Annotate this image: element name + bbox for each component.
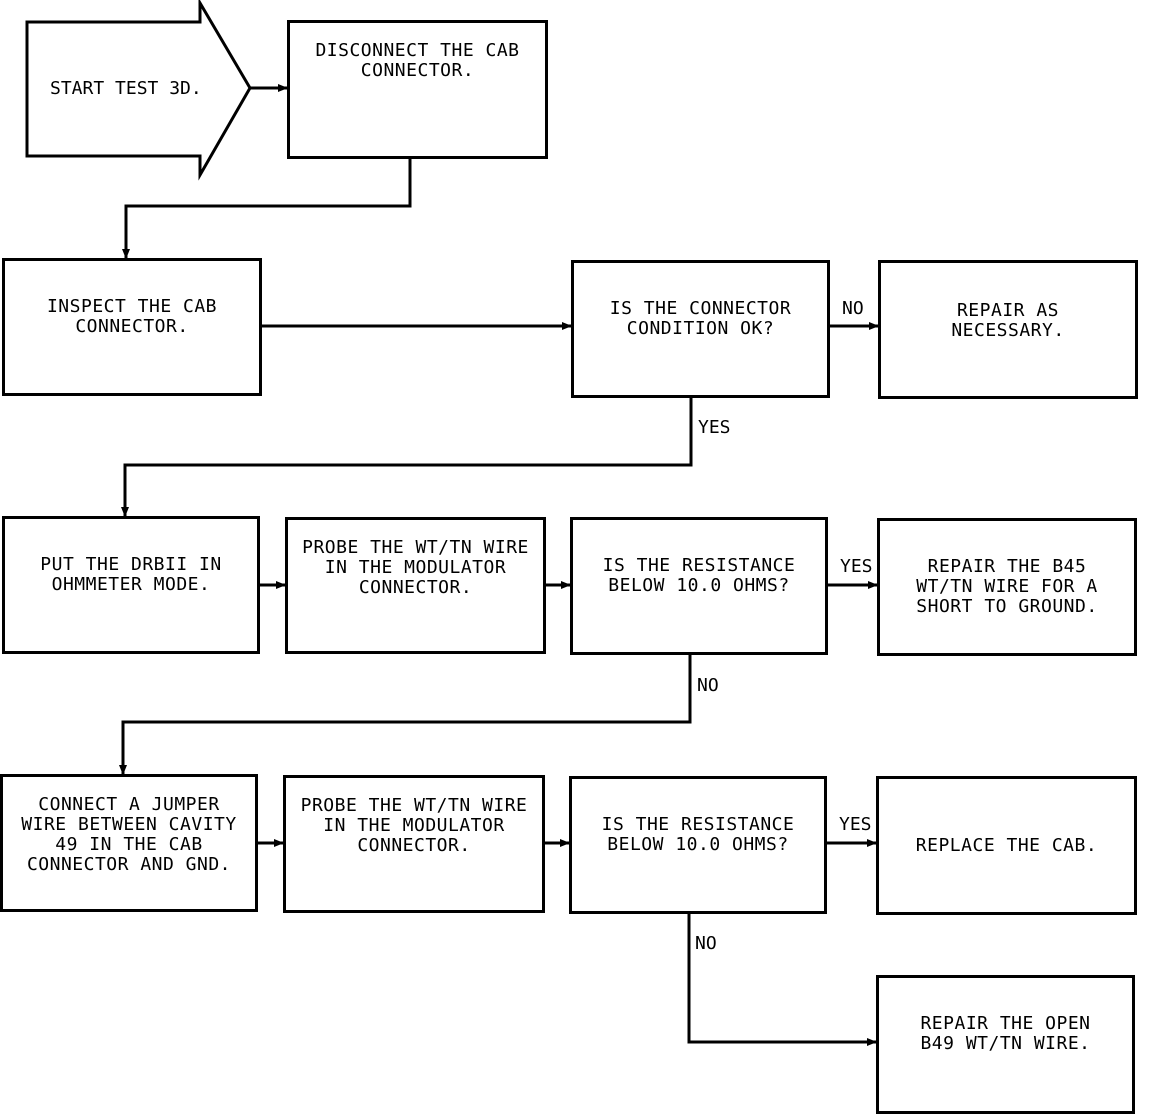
step-probe-wire-2: PROBE THE WT/TN WIRE IN THE MODULATOR CO… (283, 775, 545, 913)
connector-question3-no (687, 913, 877, 1046)
start-arrow-shape (25, 0, 252, 181)
step-put-drbii-ohmmeter: PUT THE DRBII IN OHMMETER MODE. (2, 516, 260, 654)
step-disconnect-connector: DISCONNECT THE CAB CONNECTOR. (287, 20, 548, 159)
step-inspect-connector: INSPECT THE CAB CONNECTOR. (2, 258, 262, 396)
step-connect-jumper: CONNECT A JUMPER WIRE BETWEEN CAVITY 49 … (0, 774, 258, 912)
label-yes-resistance-1: YES (840, 556, 873, 577)
label-yes-condition: YES (698, 417, 731, 438)
connector-disconnect-to-inspect (122, 158, 412, 259)
step-repair-b45-short: REPAIR THE B45 WT/TN WIRE FOR A SHORT TO… (877, 518, 1137, 656)
step-replace-cab: REPLACE THE CAB. (876, 776, 1137, 915)
step-probe-wire-1: PROBE THE WT/TN WIRE IN THE MODULATOR CO… (285, 517, 546, 654)
label-no-condition: NO (842, 298, 864, 319)
connector-question2-no (119, 655, 692, 775)
decision-resistance-2: IS THE RESISTANCE BELOW 10.0 OHMS? (569, 776, 827, 914)
decision-connector-condition: IS THE CONNECTOR CONDITION OK? (571, 260, 830, 398)
connector-question1-yes (121, 398, 693, 517)
label-no-resistance-1: NO (697, 675, 719, 696)
step-repair-as-necessary: REPAIR AS NECESSARY. (878, 260, 1138, 399)
start-label: START TEST 3D. (50, 78, 202, 99)
decision-resistance-1: IS THE RESISTANCE BELOW 10.0 OHMS? (570, 517, 828, 655)
step-repair-b49-open: REPAIR THE OPEN B49 WT/TN WIRE. (876, 975, 1135, 1114)
label-no-resistance-2: NO (695, 933, 717, 954)
label-yes-resistance-2: YES (839, 814, 872, 835)
